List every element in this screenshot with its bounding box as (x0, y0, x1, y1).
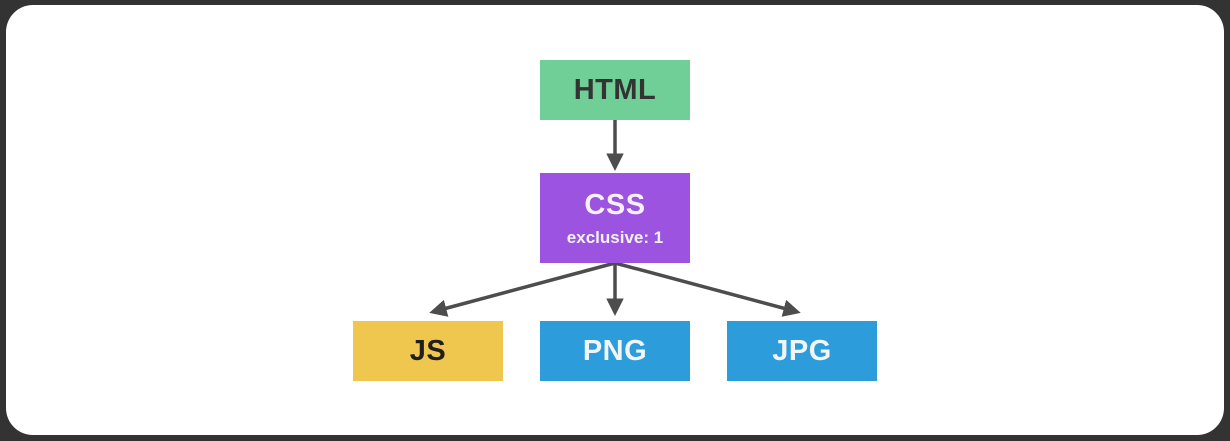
node-js: JS (353, 321, 503, 381)
node-jpg: JPG (727, 321, 877, 381)
edge-css-jpg (614, 261, 801, 317)
node-label: JS (409, 334, 447, 367)
node-label: HTML (573, 73, 657, 106)
node-png: PNG (540, 321, 690, 381)
node-css: CSS exclusive: 1 (540, 173, 690, 263)
node-html: HTML (540, 60, 690, 120)
edge-css-js (429, 261, 616, 317)
node-sublabel: exclusive: 1 (566, 227, 664, 247)
node-label: CSS (584, 188, 646, 221)
node-label: PNG (582, 334, 648, 367)
node-label: JPG (772, 334, 832, 367)
